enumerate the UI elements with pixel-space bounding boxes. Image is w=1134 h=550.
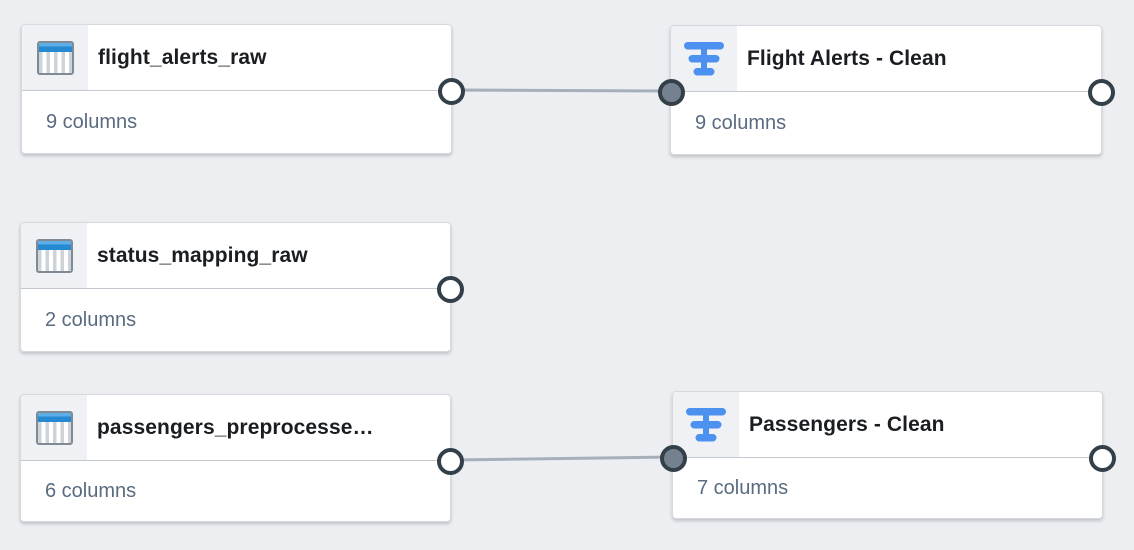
input-port[interactable] [657, 79, 685, 106]
icon-cell [21, 395, 87, 460]
table-icon [35, 410, 73, 445]
node-status-mapping-raw[interactable]: status_mapping_raw 2 columns [20, 222, 464, 352]
node-body: 9 columns [22, 91, 451, 153]
node-body: 2 columns [21, 289, 450, 351]
node-header: flight_alerts_raw [22, 25, 451, 91]
transform-icon [686, 407, 726, 441]
input-port[interactable] [659, 445, 687, 472]
node-title: passengers_preprocesse… [97, 415, 374, 439]
node-header: Flight Alerts - Clean [671, 26, 1101, 92]
node-flight-alerts-raw[interactable]: flight_alerts_raw 9 columns [21, 24, 465, 154]
icon-cell [671, 26, 737, 91]
table-icon [36, 40, 74, 75]
node-column-count: 6 columns [45, 479, 137, 502]
output-port[interactable] [436, 448, 464, 475]
output-port[interactable] [436, 276, 464, 303]
node-header: status_mapping_raw [21, 223, 450, 289]
edge-flight-alerts-raw-to-clean[interactable] [451, 88, 671, 93]
node-body: 6 columns [21, 461, 450, 521]
node-title: Passengers - Clean [749, 412, 945, 436]
output-port[interactable] [437, 78, 465, 105]
icon-cell [673, 392, 739, 457]
node-passengers-preprocessed[interactable]: passengers_preprocesse… 6 columns [20, 394, 464, 522]
node-body: 7 columns [673, 458, 1102, 518]
node-column-count: 2 columns [45, 308, 137, 331]
node-title: status_mapping_raw [97, 243, 308, 267]
node-title: flight_alerts_raw [98, 45, 267, 69]
node-title: Flight Alerts - Clean [747, 46, 947, 70]
table-icon [35, 238, 73, 273]
node-header: Passengers - Clean [673, 392, 1102, 458]
icon-cell [21, 223, 87, 288]
output-port[interactable] [1088, 445, 1116, 472]
node-body: 9 columns [671, 92, 1101, 154]
node-column-count: 9 columns [46, 110, 138, 133]
node-column-count: 7 columns [697, 476, 789, 499]
node-flight-alerts-clean[interactable]: Flight Alerts - Clean 9 columns [657, 25, 1115, 155]
node-passengers-clean[interactable]: Passengers - Clean 7 columns [659, 391, 1116, 519]
node-column-count: 9 columns [695, 111, 787, 134]
icon-cell [22, 25, 88, 90]
output-port[interactable] [1087, 79, 1115, 106]
edge-passengers-to-clean[interactable] [450, 455, 673, 462]
transform-icon [684, 41, 724, 75]
node-header: passengers_preprocesse… [21, 395, 450, 461]
